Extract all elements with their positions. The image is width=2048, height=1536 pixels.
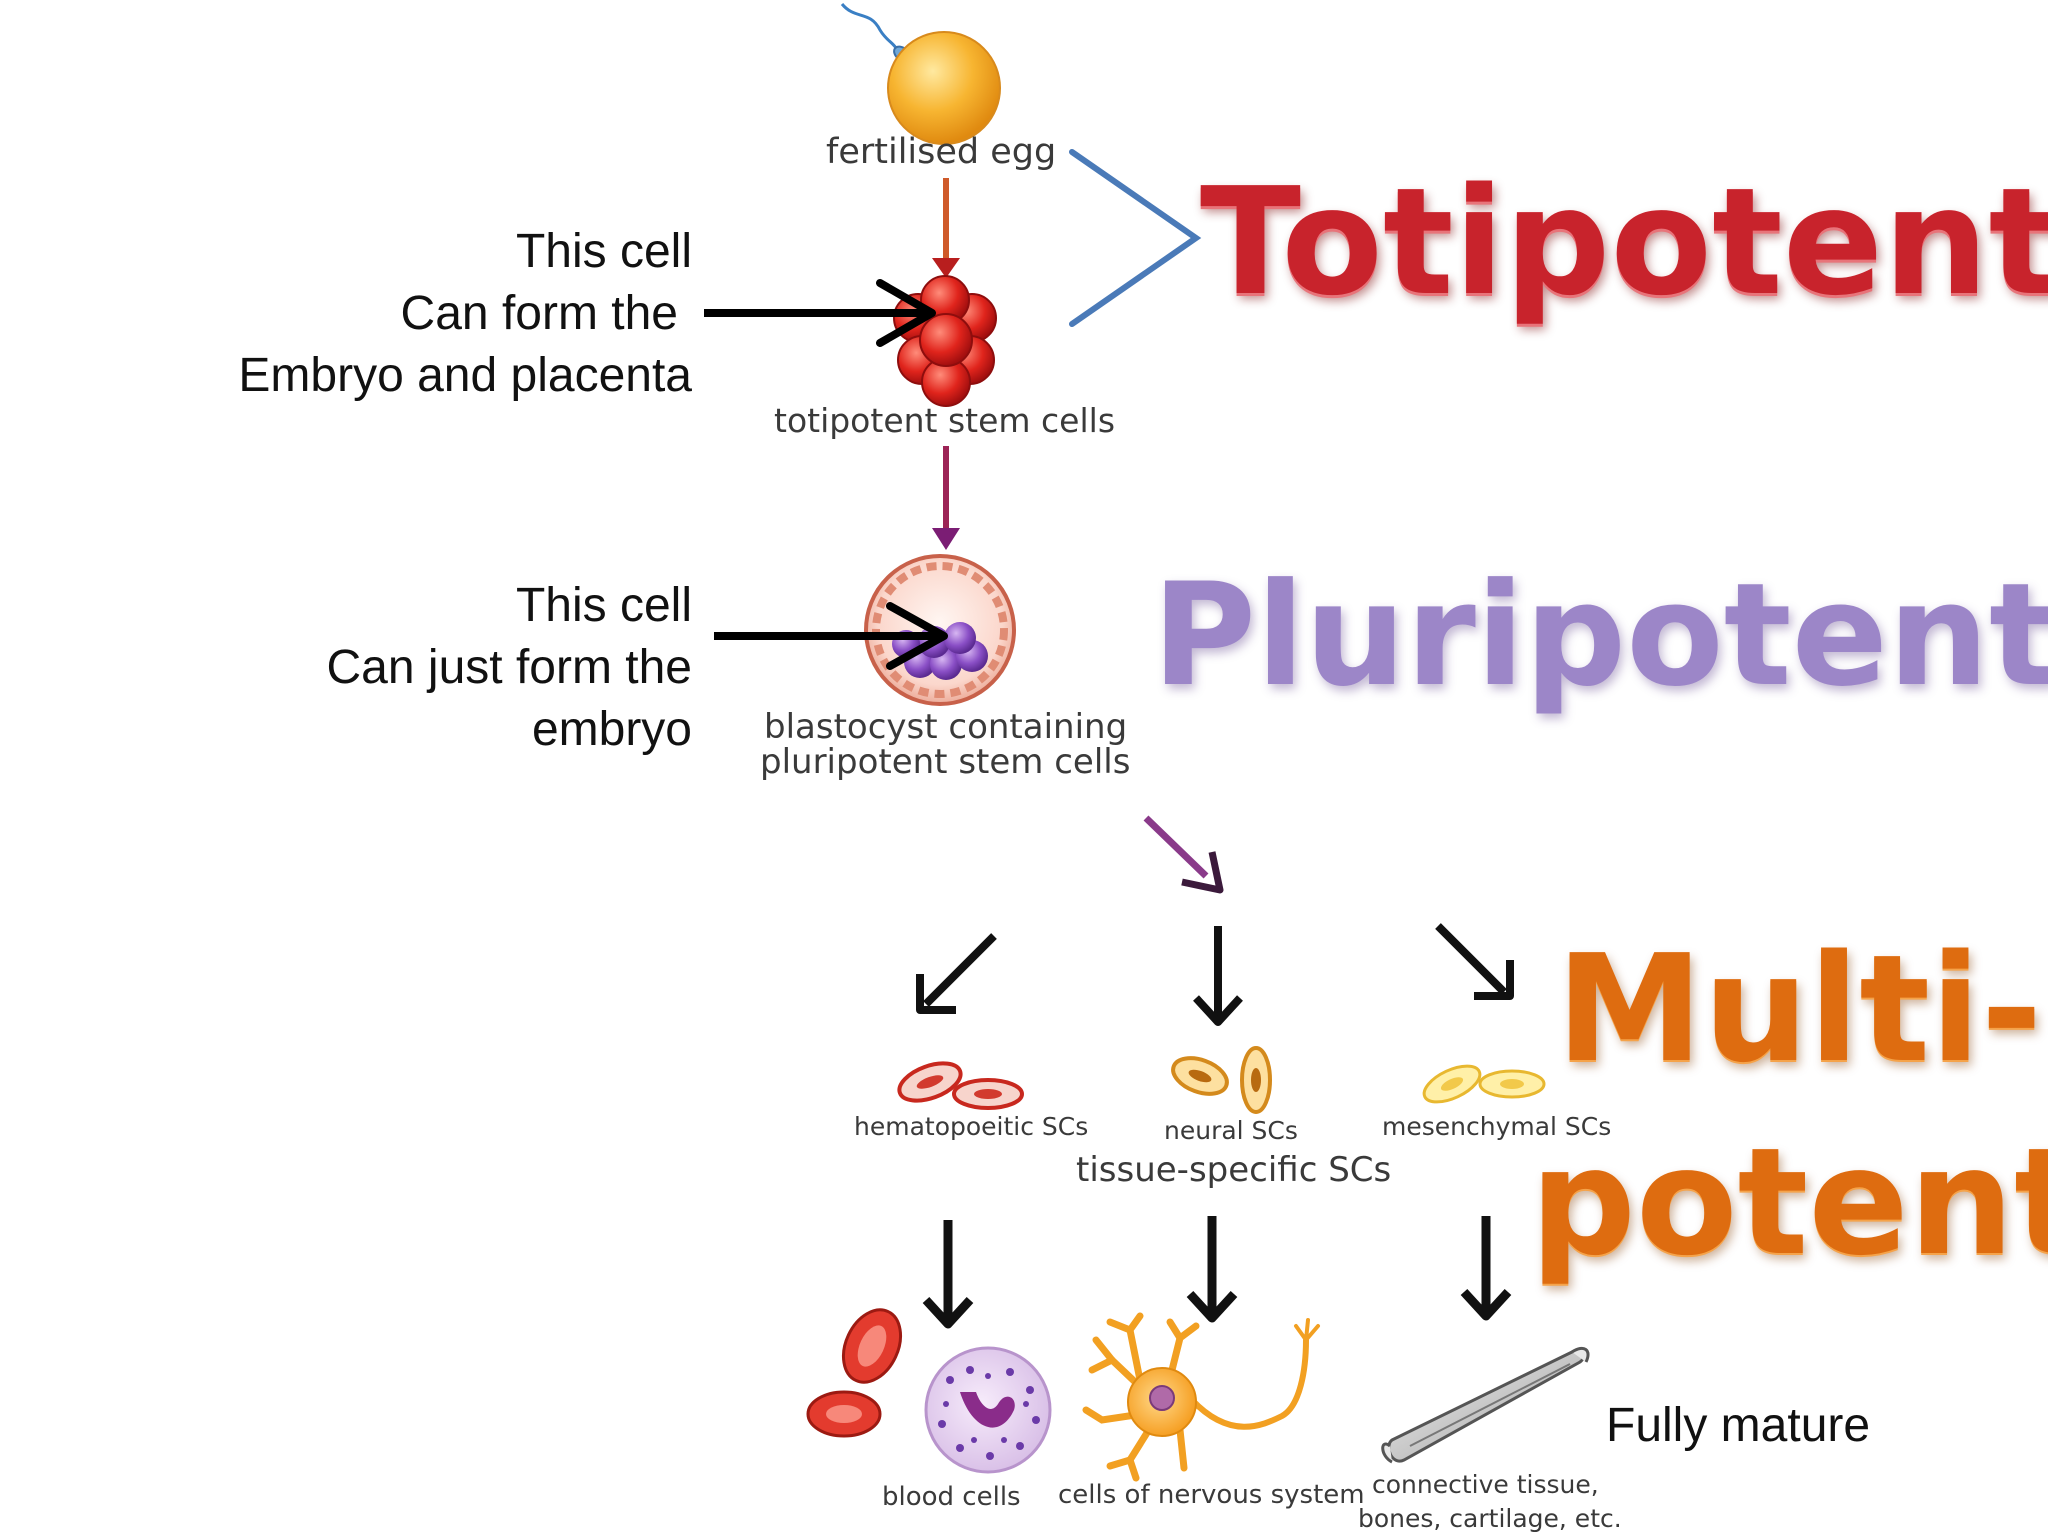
pluripotent-note-line1: This cell <box>515 579 692 632</box>
blood-cells-label: blood cells <box>882 1482 1021 1512</box>
mesenchymal-stem-cells <box>1422 1064 1546 1104</box>
totipotent-note-line1: This cell <box>515 225 692 278</box>
hematopoeitic-label: hematopoeitic SCs <box>854 1112 1089 1141</box>
totipotent-title: Totipotent <box>1200 156 2048 328</box>
totipotent-note-line2: Can form the <box>400 287 678 340</box>
bone-illustration <box>1381 1346 1590 1464</box>
blastocyst-label-line2: pluripotent stem cells <box>760 742 1131 782</box>
totipotent-note: This cell Can form the Embryo and placen… <box>238 221 692 407</box>
pluripotent-title: Pluripotent <box>1152 553 2048 718</box>
pluripotent-note: This cell Can just form the embryo <box>327 575 692 761</box>
pointer-arrow-totipotent <box>704 279 936 347</box>
arrow-blastocyst-to-tissue <box>1143 815 1224 894</box>
nerve-cell-illustration <box>1082 1312 1320 1482</box>
totipotent-cells-label: totipotent stem cells <box>774 401 1116 440</box>
tissue-specific-label: tissue-specific SCs <box>1076 1150 1392 1190</box>
totipotent-bracket <box>1069 149 1202 327</box>
nervous-cells-label: cells of nervous system <box>1058 1480 1365 1510</box>
branch-arrows <box>916 923 1514 1026</box>
pluripotent-note-line3: embryo <box>531 703 692 756</box>
neural-stem-cells <box>1171 1046 1272 1114</box>
arrow-totipotent-to-blastocyst <box>932 446 960 550</box>
multipotent-title-line1: Multi- <box>1556 923 2043 1095</box>
pluripotent-note-line2: Can just form the <box>326 641 692 694</box>
connective-label-line2: bones, cartilage, etc. <box>1358 1504 1622 1533</box>
fully-mature-label: Fully mature <box>1606 1399 1871 1452</box>
blastocyst-label-line1: blastocyst containing <box>764 707 1128 747</box>
fertilised-egg-label: fertilised egg <box>826 132 1057 172</box>
hematopoeitic-stem-cells <box>897 1061 1024 1110</box>
arrow-egg-to-totipotent <box>932 178 960 278</box>
connective-label-line1: connective tissue, <box>1372 1470 1599 1499</box>
totipotent-note-line3: Embryo and placenta <box>238 349 692 402</box>
multipotent-title-line2: potent <box>1530 1116 2048 1288</box>
neural-label: neural SCs <box>1164 1116 1298 1145</box>
fertilised-egg-cell <box>887 31 1001 145</box>
mesenchymal-label: mesenchymal SCs <box>1382 1112 1612 1141</box>
pointer-arrow-pluripotent <box>714 602 948 670</box>
blood-cells-illustration <box>806 1308 1052 1474</box>
mature-arrows <box>922 1216 1512 1329</box>
